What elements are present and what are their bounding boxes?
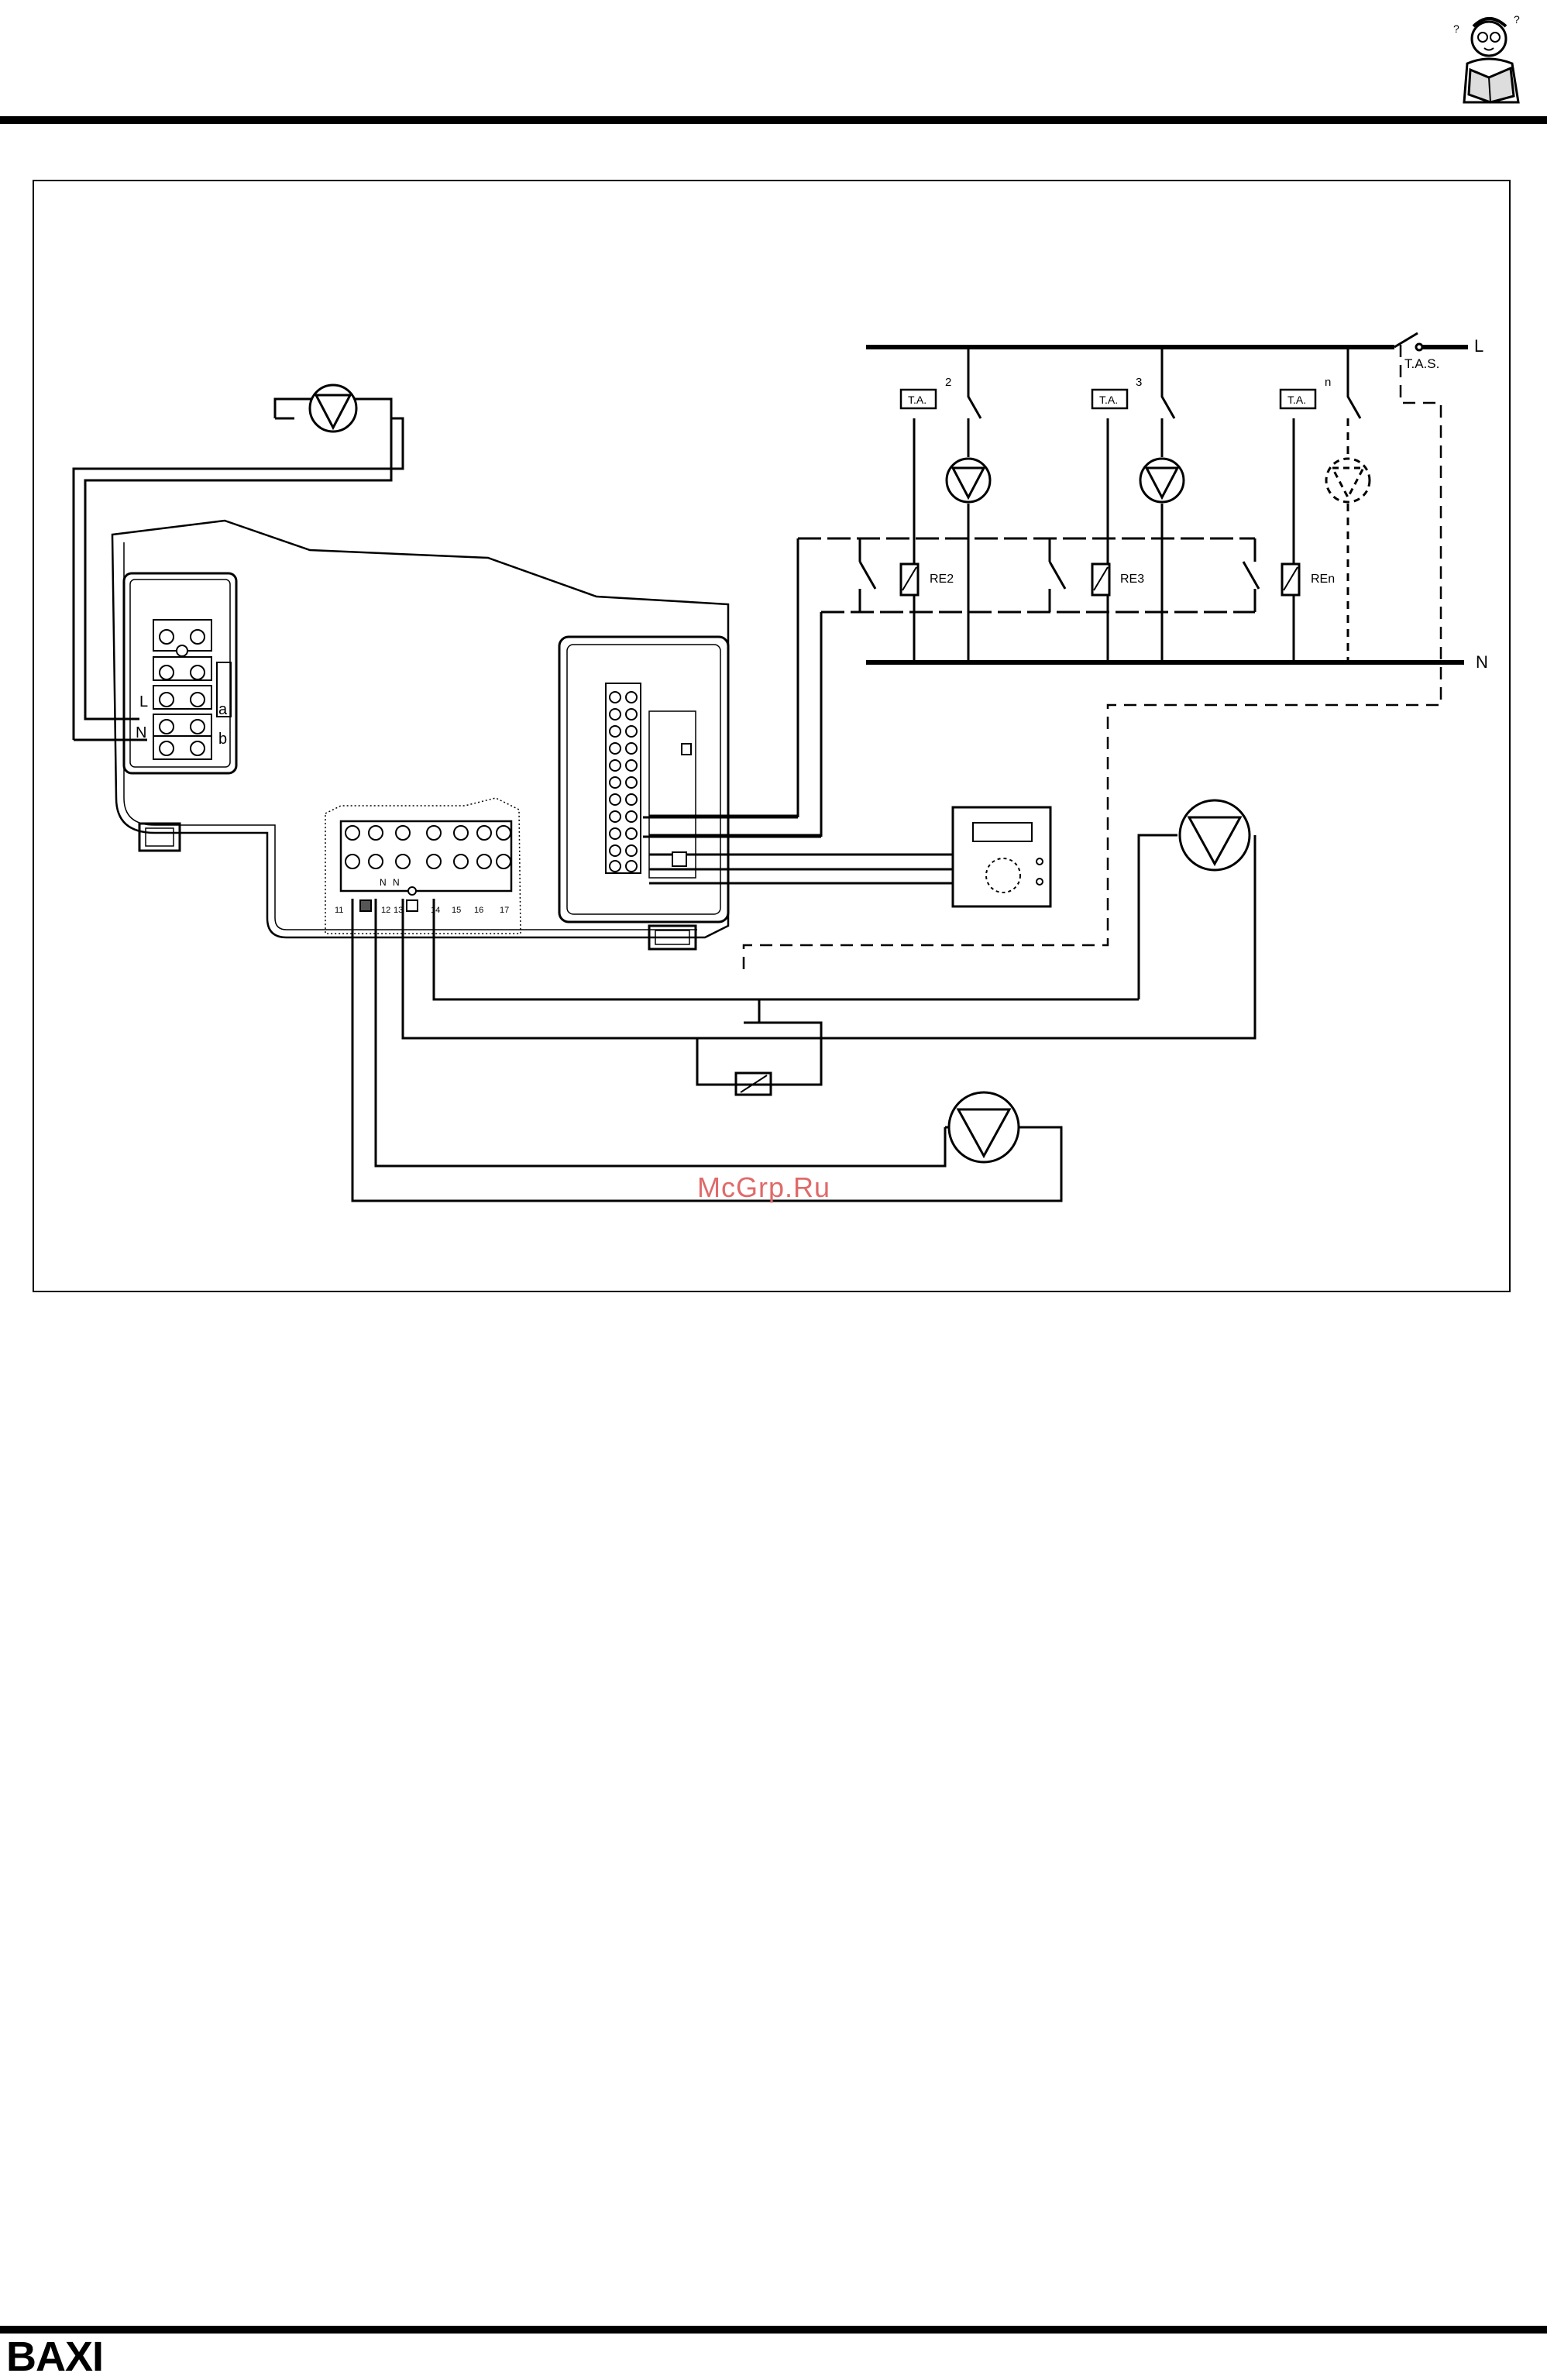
re3-label: RE3 xyxy=(1120,573,1144,586)
mains-n-label: N xyxy=(136,724,146,741)
zone2-label: 2 xyxy=(945,376,951,389)
mains-a-label: a xyxy=(218,701,228,718)
zone3-label: 3 xyxy=(1136,376,1142,389)
wiring-diagram: L N T.A.S. T.A. T.A. T.A. 2 3 n RE2 RE3 … xyxy=(0,0,1547,1317)
re2-label: RE2 xyxy=(930,573,954,586)
mains-b-label: b xyxy=(218,731,227,748)
pump-icon xyxy=(310,385,1370,1162)
brand-logo: BAXI xyxy=(6,2335,103,2378)
zone2-drop xyxy=(968,347,981,418)
mains-terminals xyxy=(153,620,211,759)
mains-l-label: L xyxy=(139,693,148,710)
neutral-label: N xyxy=(1476,652,1488,672)
relay-coil-icon xyxy=(901,564,1299,595)
zonen-drop xyxy=(1348,347,1360,418)
zone3-drop xyxy=(1162,347,1174,418)
ta-zonen-label: T.A. xyxy=(1287,394,1306,406)
strip-terminals xyxy=(345,826,511,911)
strip-n1-label: N xyxy=(380,877,387,888)
strip-17-label: 17 xyxy=(500,906,509,915)
zonen-label: n xyxy=(1325,376,1331,389)
strip-12-label: 12 xyxy=(381,906,390,915)
strip-14-label: 14 xyxy=(431,906,440,915)
watermark-text: McGrp.Ru xyxy=(697,1171,830,1204)
strip-13-label: 13 xyxy=(394,906,403,915)
strip-15-label: 15 xyxy=(452,906,461,915)
tas-label: T.A.S. xyxy=(1404,356,1439,371)
line-label: L xyxy=(1474,336,1483,356)
ta-zone3-label: T.A. xyxy=(1099,394,1118,406)
strip-16-label: 16 xyxy=(474,906,483,915)
footer-rule xyxy=(0,2326,1547,2334)
tas-switch xyxy=(1394,333,1418,347)
ta-zone2-label: T.A. xyxy=(908,394,926,406)
controller-terminal-box xyxy=(559,637,728,922)
strip-11-label: 11 xyxy=(335,906,343,915)
ren-label: REn xyxy=(1311,573,1335,586)
strip-n2-label: N xyxy=(393,877,400,888)
